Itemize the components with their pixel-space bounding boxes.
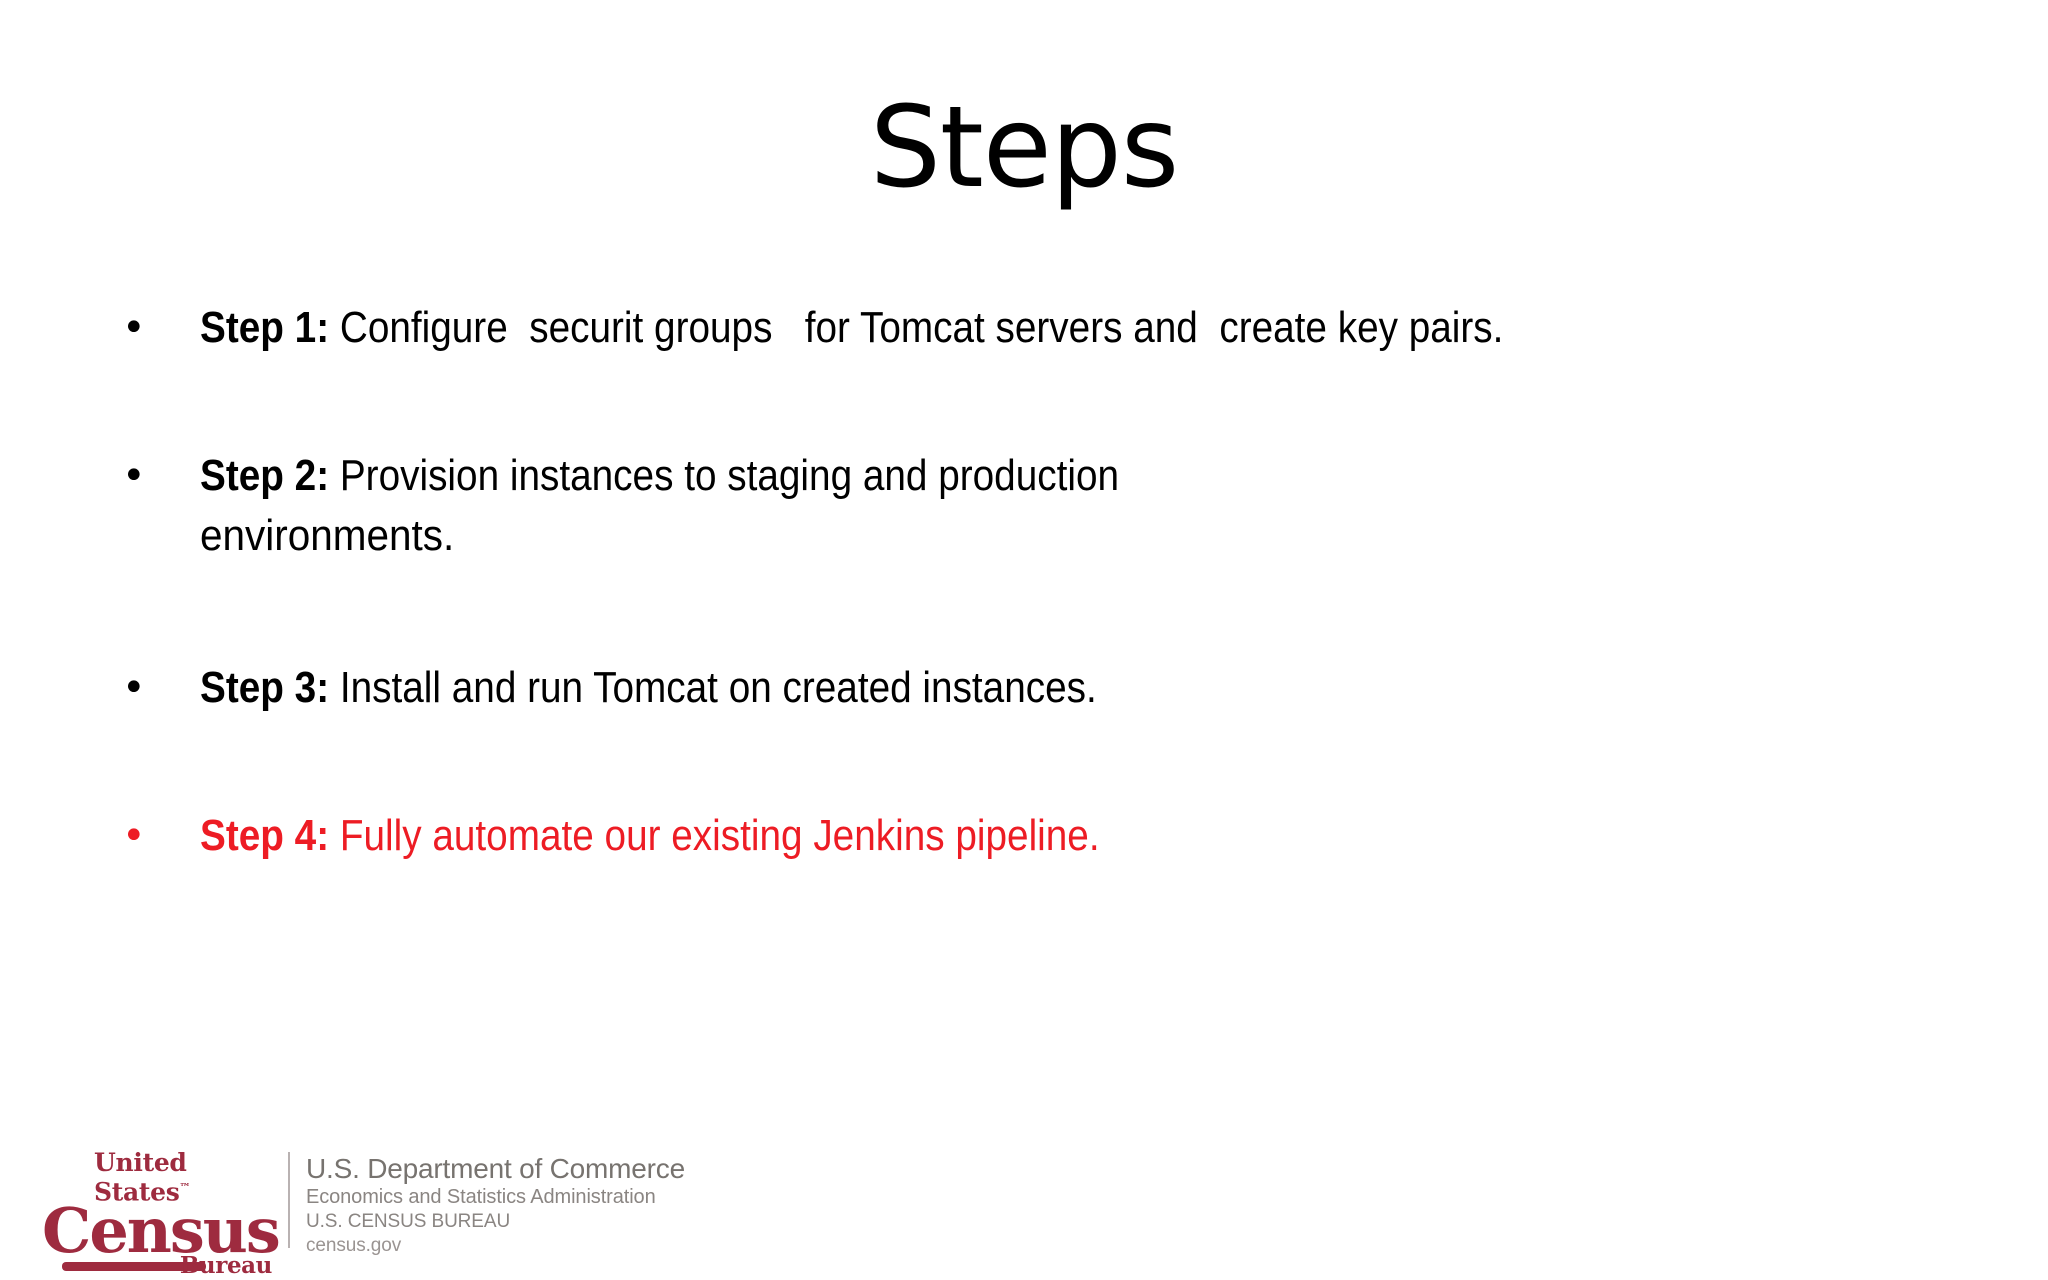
spacer-3 xyxy=(0,716,2048,808)
list-item-step-4: • Step 4: Fully automate our existing Je… xyxy=(0,808,2048,864)
step-4-text: Step 4: Fully automate our existing Jenk… xyxy=(200,808,1826,864)
step-2-body: Provision instances to staging and produ… xyxy=(339,451,1120,500)
census-bureau-logo: United States™ Census Bureau U.S. Depart… xyxy=(42,1148,685,1277)
step-4-body: Fully automate our existing Jenkins pipe… xyxy=(339,811,1100,860)
spacer-2 xyxy=(0,568,2048,660)
agency-text-block: U.S. Department of Commerce Economics an… xyxy=(306,1148,685,1258)
census-logo-mark: United States™ Census Bureau xyxy=(42,1148,281,1277)
trademark-icon: ™ xyxy=(179,1181,191,1194)
list-item-step-1: • Step 1: Configure securit groups for T… xyxy=(0,300,2048,356)
bullet-point-icon: • xyxy=(122,813,146,859)
step-1-text: Step 1: Configure securit groups for Tom… xyxy=(200,300,1826,356)
step-1-body: Configure securit groups for Tomcat serv… xyxy=(339,303,1504,352)
step-4-label: Step 4: xyxy=(200,811,340,860)
agency-website-line: census.gov xyxy=(306,1235,402,1256)
step-3-text: Step 3: Install and run Tomcat on create… xyxy=(200,660,1826,716)
agency-department-line: U.S. Department of Commerce xyxy=(306,1153,685,1184)
logo-underline-bar xyxy=(62,1262,206,1272)
step-2-wrapped-line: environments. xyxy=(200,511,455,560)
step-2-label: Step 2: xyxy=(200,451,340,500)
bullet-list: • Step 1: Configure securit groups for T… xyxy=(0,300,2048,864)
list-item-step-3: • Step 3: Install and run Tomcat on crea… xyxy=(0,660,2048,716)
logo-united-states-label: United States xyxy=(94,1148,187,1207)
agency-administration-line: Economics and Statistics Administration xyxy=(306,1186,656,1208)
bullet-point-icon: • xyxy=(122,453,146,499)
step-1-label: Step 1: xyxy=(200,303,340,352)
logo-divider xyxy=(288,1152,290,1248)
bullet-point-icon: • xyxy=(122,305,146,351)
step-3-body: Install and run Tomcat on created instan… xyxy=(339,663,1097,712)
list-item-step-2: • Step 2: Provision instances to staging… xyxy=(0,448,2048,568)
logo-census-wordmark: Census xyxy=(42,1194,281,1268)
step-3-label: Step 3: xyxy=(200,663,340,712)
agency-bureau-line: U.S. CENSUS BUREAU xyxy=(306,1211,511,1232)
spacer-1 xyxy=(0,356,2048,448)
logo-united-states-text: United States™ xyxy=(42,1150,274,1204)
page-title: Steps xyxy=(869,83,1179,213)
bullet-point-icon: • xyxy=(122,665,146,711)
logo-bureau-label: Bureau xyxy=(179,1252,273,1280)
step-2-text: Step 2: Provision instances to staging a… xyxy=(200,448,1826,504)
logo-bottom-row: Bureau xyxy=(42,1252,274,1280)
